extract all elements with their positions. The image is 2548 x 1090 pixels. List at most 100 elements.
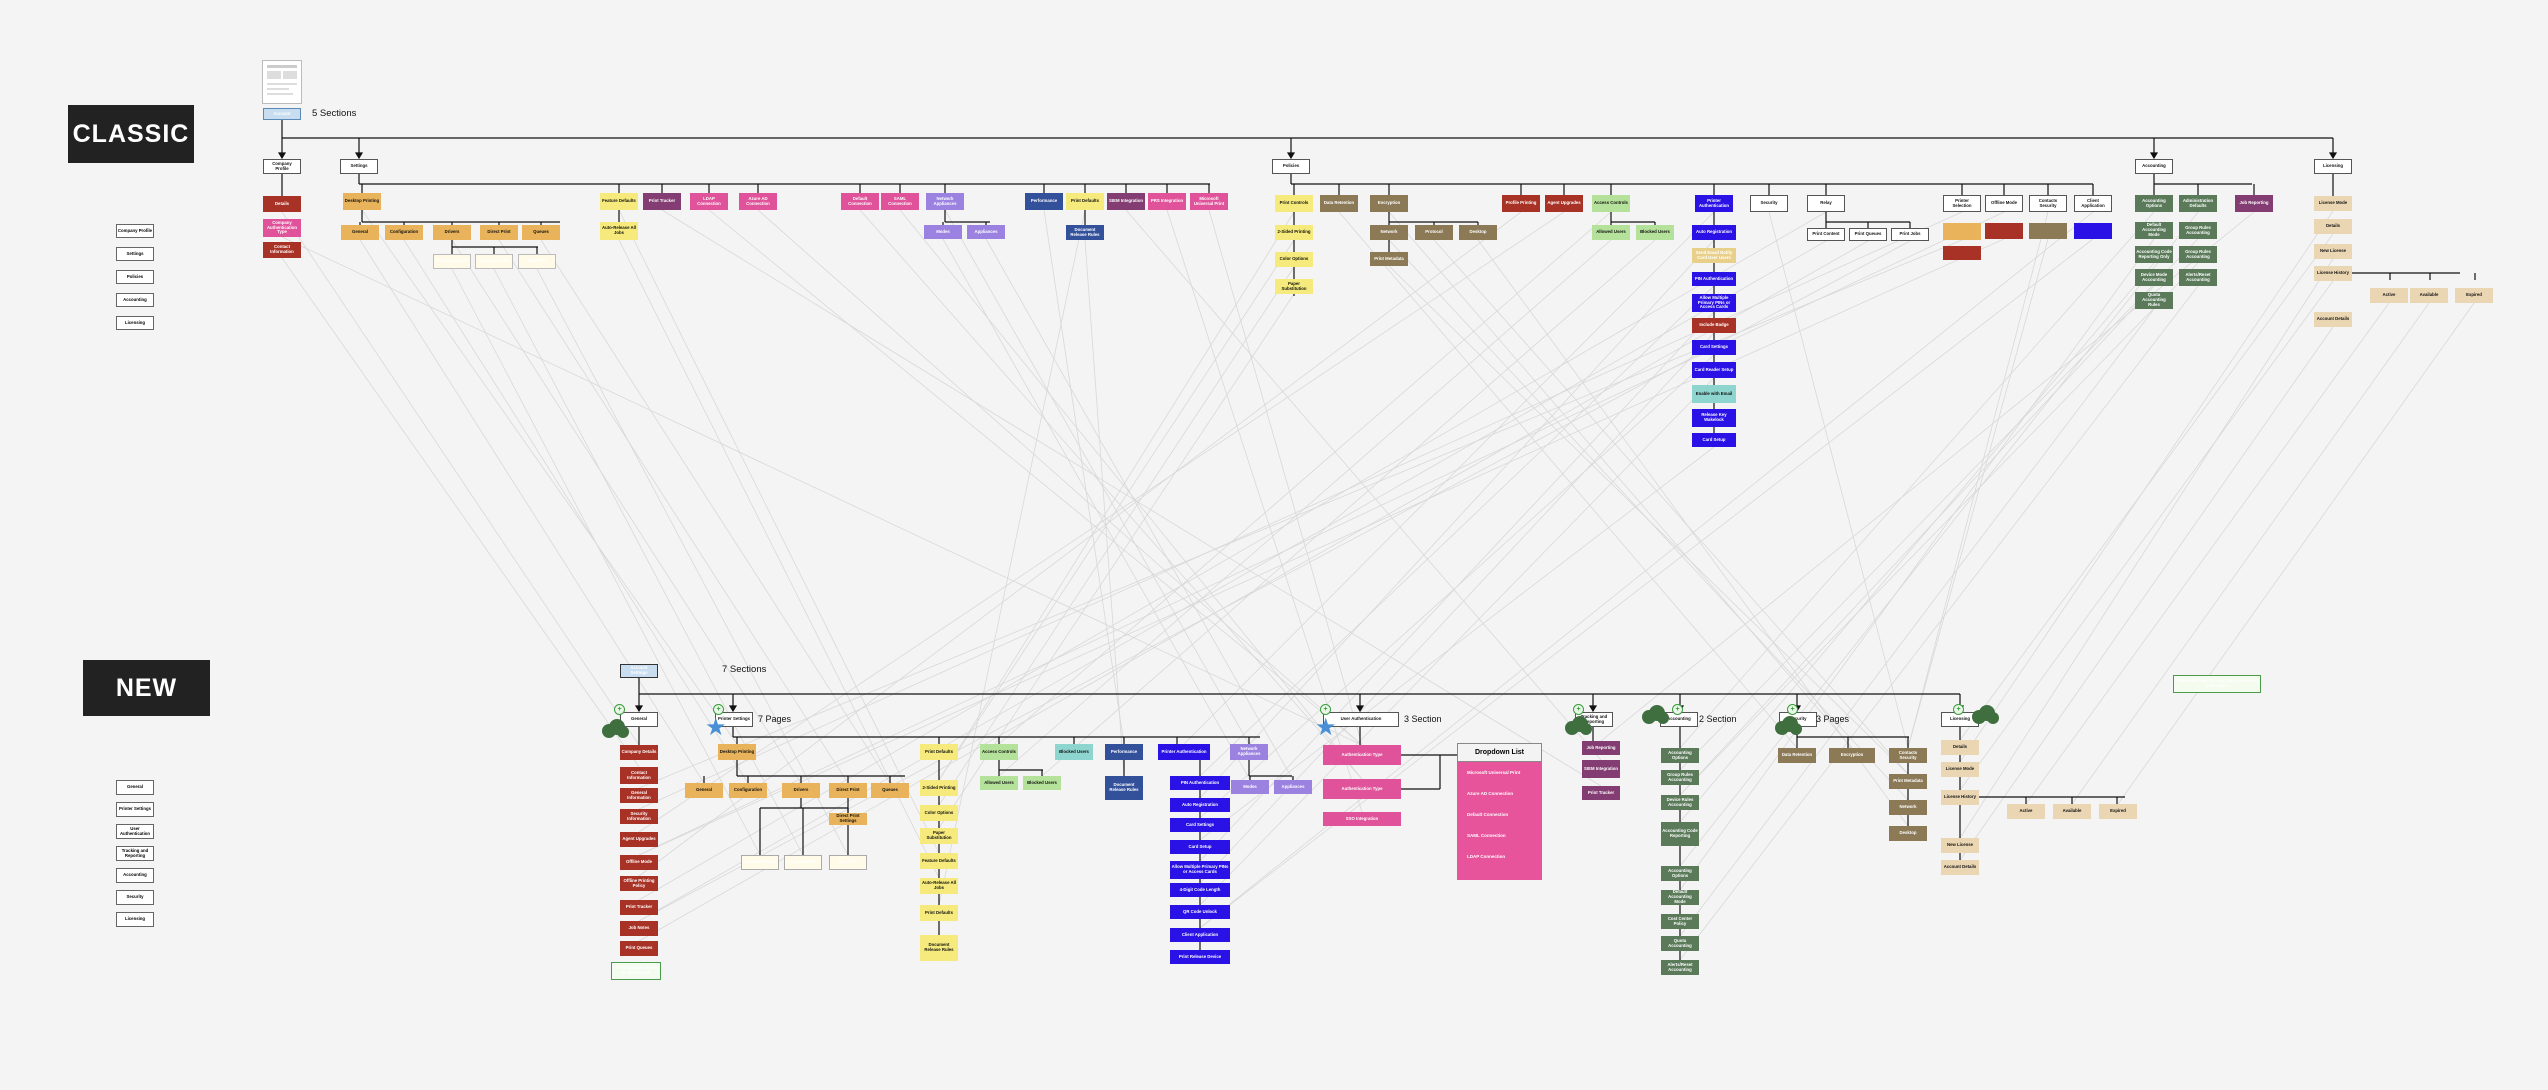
classic-offline-child [1985,223,2023,239]
mapping-line [1388,265,1909,775]
classic-top-2: Policies [1272,159,1310,174]
mapping-line [1338,211,1798,749]
new-heading: NEW [83,660,210,716]
new-driver: Computer Files [784,855,822,870]
new-accounting-item: Default Accounting Mode [1661,890,1699,905]
star-icon: ★ [1315,714,1337,741]
dropdown-item[interactable]: Azure AD Connection [1467,791,1514,796]
dropdown-item[interactable]: Default Connection [1467,812,1509,817]
new-sidebar-item[interactable]: Accounting [116,868,154,883]
classic-access-child: Allowed Users [1592,225,1630,240]
mapping-line [985,238,1294,781]
new-userauth-item: Authentication Type [1323,779,1401,799]
new-licensing-child: New License [1941,838,1979,853]
dropdown-item[interactable]: LDAP Connection [1467,854,1506,859]
classic-settings-child: PRS Integration [1148,193,1186,210]
mapping-line [1679,285,2155,796]
classic-auth-item: PIN Authentication [1692,272,1736,286]
classic-licensing-child: Account Details [2314,312,2352,327]
new-license-history: Available [2053,804,2091,819]
classic-network-child: Appliances [967,225,1005,239]
classic-accounting-item: Alerts/Reset Accounting [2179,269,2217,286]
mapping-line [451,268,761,856]
new-userauth-sections: 3 Section [1404,714,1442,724]
new-sidebar-item[interactable]: User Authentication [116,824,154,839]
new-print-default: Paper Substitution [920,828,958,844]
classic-sidebar-item[interactable]: Company Profile [116,224,154,238]
mapping-line [281,236,1363,746]
mapping-line [1041,239,1656,777]
classic-auth-item: Enable with Email [1692,385,1736,403]
new-sidebar-item[interactable]: Tracking and Reporting [116,846,154,861]
dropdown-item[interactable]: SAML Connection [1467,833,1506,838]
classic-accounting-item: Quota Accounting Rules [2135,292,2173,309]
mapping-line [638,238,2005,856]
classic-auth-item: Send Email Notify Card User Users [1692,248,1736,263]
mapping-line [1388,211,1853,749]
mapping-line [1199,239,1715,799]
mapping-line [938,293,1295,829]
mapping-line [1679,238,2155,891]
green-marker-icon: + [1672,704,1683,715]
green-marker-icon: + [1320,704,1331,715]
classic-licensing-child: License Mode [2314,196,2352,211]
mapping-line [1679,308,2155,937]
new-security-pages: 3 Pages [1816,714,1850,724]
classic-sidebar-item[interactable]: Accounting [116,293,154,307]
classic-sidebar-item[interactable]: Settings [116,247,154,261]
classic-settings-child: Print Defaults [1066,193,1104,210]
mapping-line [1183,211,1715,745]
new-security-child: Contacts Security [1889,748,1927,763]
mapping-line [1199,377,1715,906]
classic-auth-item: Card Settings [1692,340,1736,355]
new-sidebar-item[interactable]: Printer Settings [116,802,154,817]
classic-print-control: 2-Sided Printing [1275,225,1313,240]
mapping-line [938,211,1295,781]
new-accounting-item: Cost Center Policy [1661,914,1699,929]
classic-policies-child: Profile Printing [1502,195,1540,212]
arrowhead [2149,152,2159,160]
classic-selection-child [1943,223,1981,240]
new-sidebar-item[interactable]: General [116,780,154,795]
new-general-item: Print Tracker [620,900,658,915]
new-print-default: Feature Defaults [920,853,958,869]
new-auth-item: QR Code Unlock [1170,905,1230,919]
classic-sidebar-item[interactable]: Licensing [116,316,154,330]
new-general-item: Company Details [620,745,658,760]
new-auth-item: Card Settings [1170,818,1230,832]
mapping-line [618,239,940,879]
new-licensing-child: License Mode [1941,762,1979,777]
classic-sidebar-item[interactable]: Policies [116,270,154,284]
classic-policies-child: Relay [1807,195,1845,212]
new-license-history: Active [2007,804,2045,819]
mapping-line [661,209,1602,787]
new-desktop-child: General [685,783,723,798]
mapping-line [638,239,1963,789]
classic-policies-child: Offline Mode [1985,195,2023,212]
mapping-line [1125,209,1602,761]
cloud-icon [1642,705,1669,724]
classic-license-history: Available [2410,288,2448,303]
new-sidebar-item[interactable]: Security [116,890,154,905]
mapping-line [638,240,1827,922]
new-sidebar-item[interactable]: Licensing [116,912,154,927]
classic-accounting-item: Device Mode Accounting [2135,269,2173,286]
new-printer-child: Network Appliances [1230,744,1268,760]
new-accounting-item: Alerts/Reset Accounting [1661,960,1699,975]
dropdown-item[interactable]: Microsoft Universal Print [1467,770,1521,775]
new-general-item: Offline Printing Policy [620,876,658,891]
new-tracking-item: SIEM Integration [1582,760,1620,778]
green-marker-icon: + [1787,704,1798,715]
arrowhead [1355,705,1365,713]
mapping-line [1199,285,1715,777]
mapping-line [938,209,1086,906]
classic-policies-child: Printer Selection [1943,195,1981,212]
mapping-line [618,209,940,854]
new-auth-item: Client Application [1170,928,1230,942]
mapping-line [1959,326,2334,861]
classic-heading: CLASSIC [68,105,194,163]
new-accounting-item: Device Rules Accounting [1661,795,1699,810]
new-root: Account Settings [620,664,658,678]
new-accounting-item: Accounting Options [1661,748,1699,763]
